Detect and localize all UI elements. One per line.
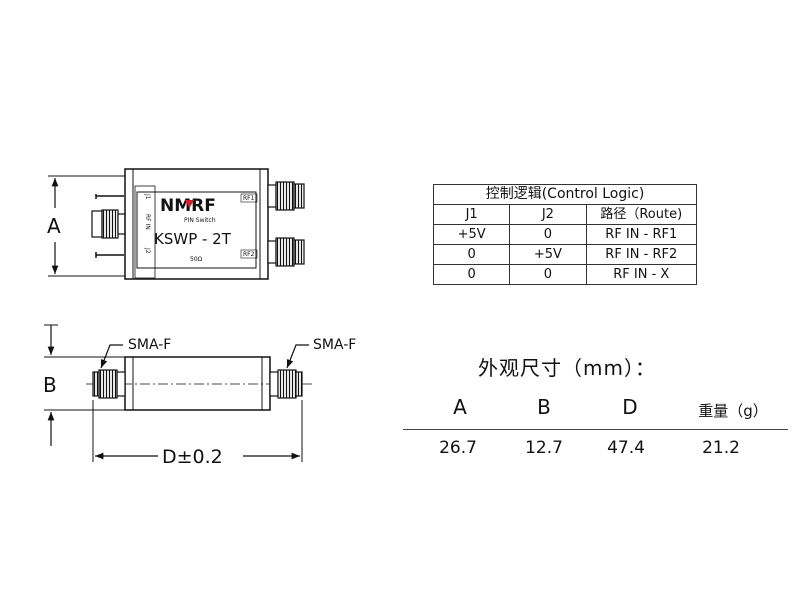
dim-b-label: B — [43, 373, 57, 397]
cell-route: RF IN - X — [585, 264, 698, 285]
side-view: B SMA-F SMA-F D±0.2 — [43, 324, 356, 468]
rf1-port-label: RF1 — [243, 195, 255, 202]
table-row: 0 +5V RF IN - RF2 — [432, 244, 698, 265]
switch-body-side — [124, 356, 271, 411]
pin-switch-label: PIN Switch — [184, 217, 216, 224]
left-connector-callout: SMA-F — [128, 337, 171, 353]
nmrf-logo: NMRF — [160, 196, 216, 216]
logo-triangle-icon — [185, 200, 194, 208]
rfin-connector-nut — [91, 210, 103, 238]
dim-value-b: 12.7 — [525, 438, 563, 458]
header-j2: J2 — [509, 204, 587, 225]
table-header-row: J1 J2 路径（Route) — [432, 204, 698, 225]
rfin-connector-thread — [101, 209, 119, 239]
rf1-connector — [275, 181, 295, 211]
dim-d-label: D±0.2 — [162, 446, 223, 468]
model-number: KSWP - 2T — [154, 230, 232, 248]
cell-j1: +5V — [432, 224, 511, 245]
dim-header-a: A — [453, 395, 467, 419]
label-plate — [136, 191, 257, 269]
cell-route: RF IN - RF1 — [585, 224, 698, 245]
table-title-row: 控制逻辑(Control Logic) — [433, 184, 697, 205]
j1-side-label: J1 — [144, 193, 151, 200]
left-sma-connector — [98, 369, 118, 399]
dim-value-d: 47.4 — [607, 438, 645, 458]
header-j1: J1 — [432, 204, 511, 225]
j2-side-label: J2 — [144, 247, 151, 254]
rf2-port-label: RF2 — [243, 251, 255, 258]
cell-j1: 0 — [432, 244, 511, 265]
cell-j2: +5V — [509, 244, 587, 265]
dimensions-divider — [403, 429, 788, 430]
dimensions-title: 外观尺寸（mm）： — [478, 356, 656, 380]
dim-value-a: 26.7 — [439, 438, 477, 458]
cell-j2: 0 — [509, 264, 587, 285]
control-logic-table: 控制逻辑(Control Logic) J1 J2 路径（Route) +5V … — [432, 184, 698, 285]
header-route: 路径（Route) — [585, 204, 698, 225]
rf2-connector — [275, 237, 295, 267]
cell-j2: 0 — [509, 224, 587, 245]
dim-header-d: D — [622, 395, 638, 419]
right-connector-callout: SMA-F — [313, 337, 356, 353]
control-logic-title: 控制逻辑(Control Logic) — [433, 184, 697, 205]
dim-header-b: B — [537, 395, 551, 419]
right-sma-connector — [277, 369, 297, 399]
table-row: 0 0 RF IN - X — [432, 264, 698, 285]
top-view: A NMRF PIN Switch KSWP - 2T 50Ω RF1 RF2 … — [47, 168, 305, 280]
cell-j1: 0 — [432, 264, 511, 285]
rfin-side-label: RF IN — [144, 214, 151, 230]
dim-header-weight: 重量（g） — [698, 402, 768, 420]
table-row: +5V 0 RF IN - RF1 — [432, 224, 698, 245]
dim-value-weight: 21.2 — [702, 438, 740, 458]
cell-route: RF IN - RF2 — [585, 244, 698, 265]
dim-a-label: A — [47, 214, 61, 238]
impedance-label: 50Ω — [190, 256, 203, 263]
